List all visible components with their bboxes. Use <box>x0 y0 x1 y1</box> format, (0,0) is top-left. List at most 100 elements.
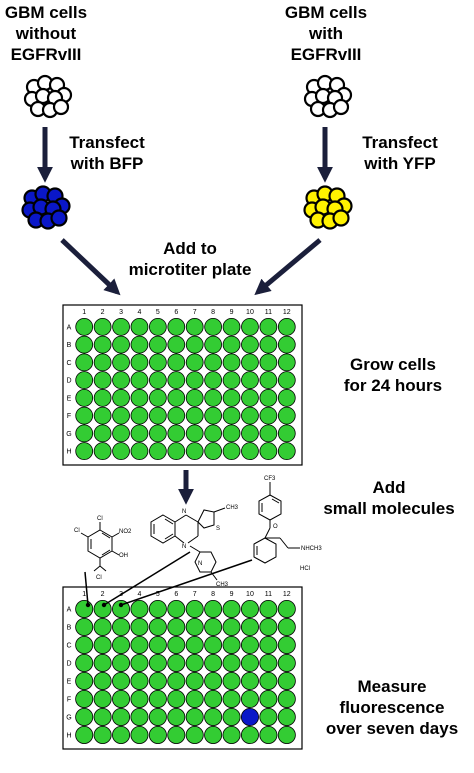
well <box>185 708 204 727</box>
plate-row-label: C <box>66 643 71 650</box>
well <box>222 636 241 655</box>
well <box>222 406 241 425</box>
well <box>222 442 241 460</box>
plate-row-label: D <box>66 378 71 385</box>
mol3-label-o: O <box>273 524 278 530</box>
well <box>259 690 278 709</box>
label-transfect-bfp-line1: Transfect <box>69 133 145 152</box>
well <box>167 654 186 673</box>
well <box>185 442 204 460</box>
well <box>167 406 186 425</box>
well <box>93 406 112 425</box>
plate-column-label: 9 <box>230 591 234 598</box>
well <box>185 654 204 673</box>
label-add-small-molecules-line1: Add <box>372 478 406 497</box>
well <box>222 388 241 407</box>
well <box>259 335 278 354</box>
well <box>222 424 241 443</box>
label-transfect-yfp-line1: Transfect <box>362 133 438 152</box>
mol3-label-hcl: HCl <box>300 566 310 572</box>
well <box>222 600 241 619</box>
well <box>259 442 278 460</box>
label-transfect-bfp: Transfect with BFP <box>60 132 154 174</box>
dose-dot-2 <box>101 602 107 608</box>
well <box>148 353 167 372</box>
well <box>185 371 204 389</box>
well <box>185 726 204 745</box>
well <box>277 600 296 619</box>
well <box>148 335 167 354</box>
label-cells-with-line2: with <box>309 24 343 43</box>
mol3-label-nhch3: NHCH3 <box>301 546 322 552</box>
well <box>277 388 296 407</box>
well <box>148 442 167 460</box>
well <box>241 371 259 389</box>
plate-column-label: 6 <box>174 309 178 316</box>
plate-row-label: A <box>67 607 72 614</box>
well <box>112 672 131 691</box>
label-add-small-molecules: Add small molecules <box>306 477 472 519</box>
well <box>93 317 112 336</box>
plate-row-label: F <box>67 413 71 420</box>
plate-column-label: 12 <box>283 309 291 316</box>
well <box>240 600 259 619</box>
well <box>112 406 130 425</box>
well <box>112 690 131 709</box>
mol2-label-n-ring: N <box>182 544 186 550</box>
label-measure-fluorescence: Measure fluorescence over seven days <box>312 676 472 739</box>
well <box>277 371 296 389</box>
mol2-label-n-pip: N <box>198 561 202 567</box>
well <box>185 600 204 619</box>
well <box>112 654 131 673</box>
well <box>277 335 296 354</box>
well <box>259 371 278 389</box>
well <box>222 726 241 745</box>
well <box>241 424 259 443</box>
well <box>259 654 278 673</box>
well <box>75 371 94 389</box>
well <box>75 317 94 336</box>
well <box>75 618 94 637</box>
well <box>167 442 186 460</box>
well <box>112 317 130 336</box>
well <box>112 618 131 637</box>
well <box>93 690 112 709</box>
well <box>148 600 167 619</box>
well <box>167 371 186 389</box>
well <box>259 406 278 425</box>
well <box>185 690 204 709</box>
label-measure-line2: fluorescence <box>339 698 445 717</box>
well <box>130 636 149 655</box>
well <box>167 672 186 691</box>
plate-row-label: F <box>67 697 71 704</box>
well <box>75 600 94 619</box>
well <box>167 388 186 407</box>
well <box>112 371 130 389</box>
label-cells-without: GBM cells without EGFRvIII <box>0 2 92 65</box>
well <box>167 618 186 637</box>
well <box>148 618 167 637</box>
plate-row-label: G <box>66 715 71 722</box>
well <box>93 600 112 619</box>
well <box>259 600 278 619</box>
cell <box>332 98 350 116</box>
plate-column-label: 5 <box>156 309 160 316</box>
well <box>148 726 167 745</box>
well <box>185 388 204 407</box>
label-transfect-bfp-line2: with BFP <box>70 154 144 173</box>
mol2-label-ch3-bottom: CH3 <box>216 582 229 588</box>
well <box>241 353 259 372</box>
well <box>277 317 296 336</box>
well <box>167 335 186 354</box>
well <box>130 600 149 619</box>
well <box>148 317 167 336</box>
well <box>277 726 296 745</box>
well <box>241 317 259 336</box>
well <box>75 690 94 709</box>
bfp-cells <box>21 185 71 230</box>
label-transfect-yfp: Transfect with YFP <box>350 132 450 174</box>
well <box>185 636 204 655</box>
molecule-3-to-well <box>120 559 253 606</box>
well <box>240 672 259 691</box>
label-add-to-plate-line1: Add to <box>163 239 217 258</box>
